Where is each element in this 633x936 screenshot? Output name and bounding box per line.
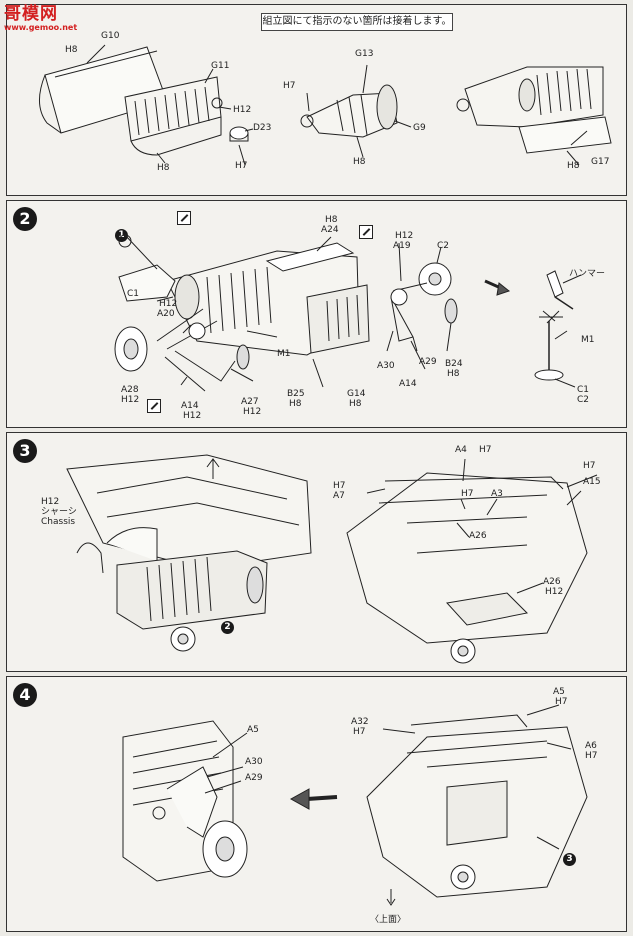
label-a5: A5 [553, 687, 565, 697]
watermark-name: 哥模网 [4, 4, 58, 24]
step-4-panel: 4 3 [6, 676, 627, 932]
label-c2: C2 [437, 241, 450, 251]
step-number-4: 4 [13, 683, 37, 707]
label-h8: H8 [349, 399, 362, 409]
label-h7: H7 [283, 81, 296, 91]
step-2-drawing [114, 234, 582, 392]
label-a29: A29 [245, 773, 263, 783]
label-g13: G13 [355, 49, 374, 59]
label-h8: H8 [325, 215, 338, 225]
glue-icon [359, 225, 373, 239]
label-a14: A14 [399, 379, 417, 389]
label-a24: A24 [321, 225, 339, 235]
label-h12: H12 [545, 587, 564, 597]
ref-step-1-marker: 1 [115, 229, 128, 242]
label-a26: A26 [543, 577, 561, 587]
label-h12: H12 [395, 231, 414, 241]
ref-step-3-marker: 3 [563, 853, 576, 866]
label-d23: D23 [253, 123, 272, 133]
label-a29: A29 [419, 357, 437, 367]
step-1-panel: 組立図にて指示のない箇所は接着します。 [6, 4, 627, 196]
label-b24: B24 [445, 359, 463, 369]
label-h7: H7 [585, 751, 598, 761]
step-1-drawing [39, 44, 612, 166]
label-b25: B25 [287, 389, 305, 399]
label-h8: H8 [447, 369, 460, 379]
label-a32: A32 [351, 717, 369, 727]
label-h8: H8 [567, 161, 580, 171]
label-h12: H12 [159, 299, 178, 309]
step-4-drawing [122, 704, 588, 906]
label-h12: H12 [41, 497, 60, 507]
label-chassis-en: Chassis [41, 517, 76, 527]
ref-step-2-marker: 2 [221, 621, 234, 634]
label-a26: A26 [469, 531, 487, 541]
top-view-label: 〈上面〉 [370, 915, 407, 925]
label-m1: M1 [581, 335, 595, 345]
glue-icon [147, 399, 161, 413]
label-h8: H8 [157, 163, 170, 173]
label-a15: A15 [583, 477, 601, 487]
label-h8: H8 [65, 45, 78, 55]
label-a30: A30 [245, 757, 263, 767]
label-a6: A6 [585, 741, 597, 751]
label-g14: G14 [347, 389, 366, 399]
label-a14: A14 [181, 401, 199, 411]
label-a5: A5 [247, 725, 259, 735]
label-g17: G17 [591, 157, 610, 167]
label-hammer: ハンマー [569, 269, 606, 279]
label-a20: A20 [157, 309, 175, 319]
step-2-panel: 2 1 [6, 200, 627, 428]
label-a27: A27 [241, 397, 259, 407]
label-g10: G10 [101, 31, 120, 41]
label-g9: G9 [413, 123, 426, 133]
label-h7: H7 [555, 697, 568, 707]
label-c2: C2 [577, 395, 590, 405]
label-a19: A19 [393, 241, 411, 251]
label-h12: H12 [233, 105, 252, 115]
label-a4: A4 [455, 445, 467, 455]
label-m1: M1 [277, 349, 291, 359]
step-3-drawing [66, 454, 598, 664]
label-c1: C1 [577, 385, 590, 395]
label-h7: H7 [235, 161, 248, 171]
watermark-url: www.gemoo.net [4, 23, 78, 32]
label-h7: H7 [333, 481, 346, 491]
site-watermark: 哥模网 www.gemoo.net [4, 6, 77, 32]
glue-icon [177, 211, 191, 225]
label-h7: H7 [479, 445, 492, 455]
label-chassis-jp: シャーシ [41, 507, 77, 517]
step-3-panel: 3 2 [6, 432, 627, 672]
step-number-2: 2 [13, 207, 37, 231]
label-c1: C1 [127, 289, 140, 299]
label-a30: A30 [377, 361, 395, 371]
label-h8: H8 [289, 399, 302, 409]
label-a7: A7 [333, 491, 345, 501]
label-a3: A3 [491, 489, 503, 499]
label-h8: H8 [353, 157, 366, 167]
label-h12: H12 [121, 395, 140, 405]
label-h7: H7 [353, 727, 366, 737]
label-h12: H12 [243, 407, 262, 417]
label-h12: H12 [183, 411, 202, 421]
step-number-3: 3 [13, 439, 37, 463]
label-h7: H7 [461, 489, 474, 499]
label-a28: A28 [121, 385, 139, 395]
gluing-note: 組立図にて指示のない箇所は接着します。 [261, 13, 453, 31]
label-g11: G11 [211, 61, 230, 71]
label-h7: H7 [583, 461, 596, 471]
